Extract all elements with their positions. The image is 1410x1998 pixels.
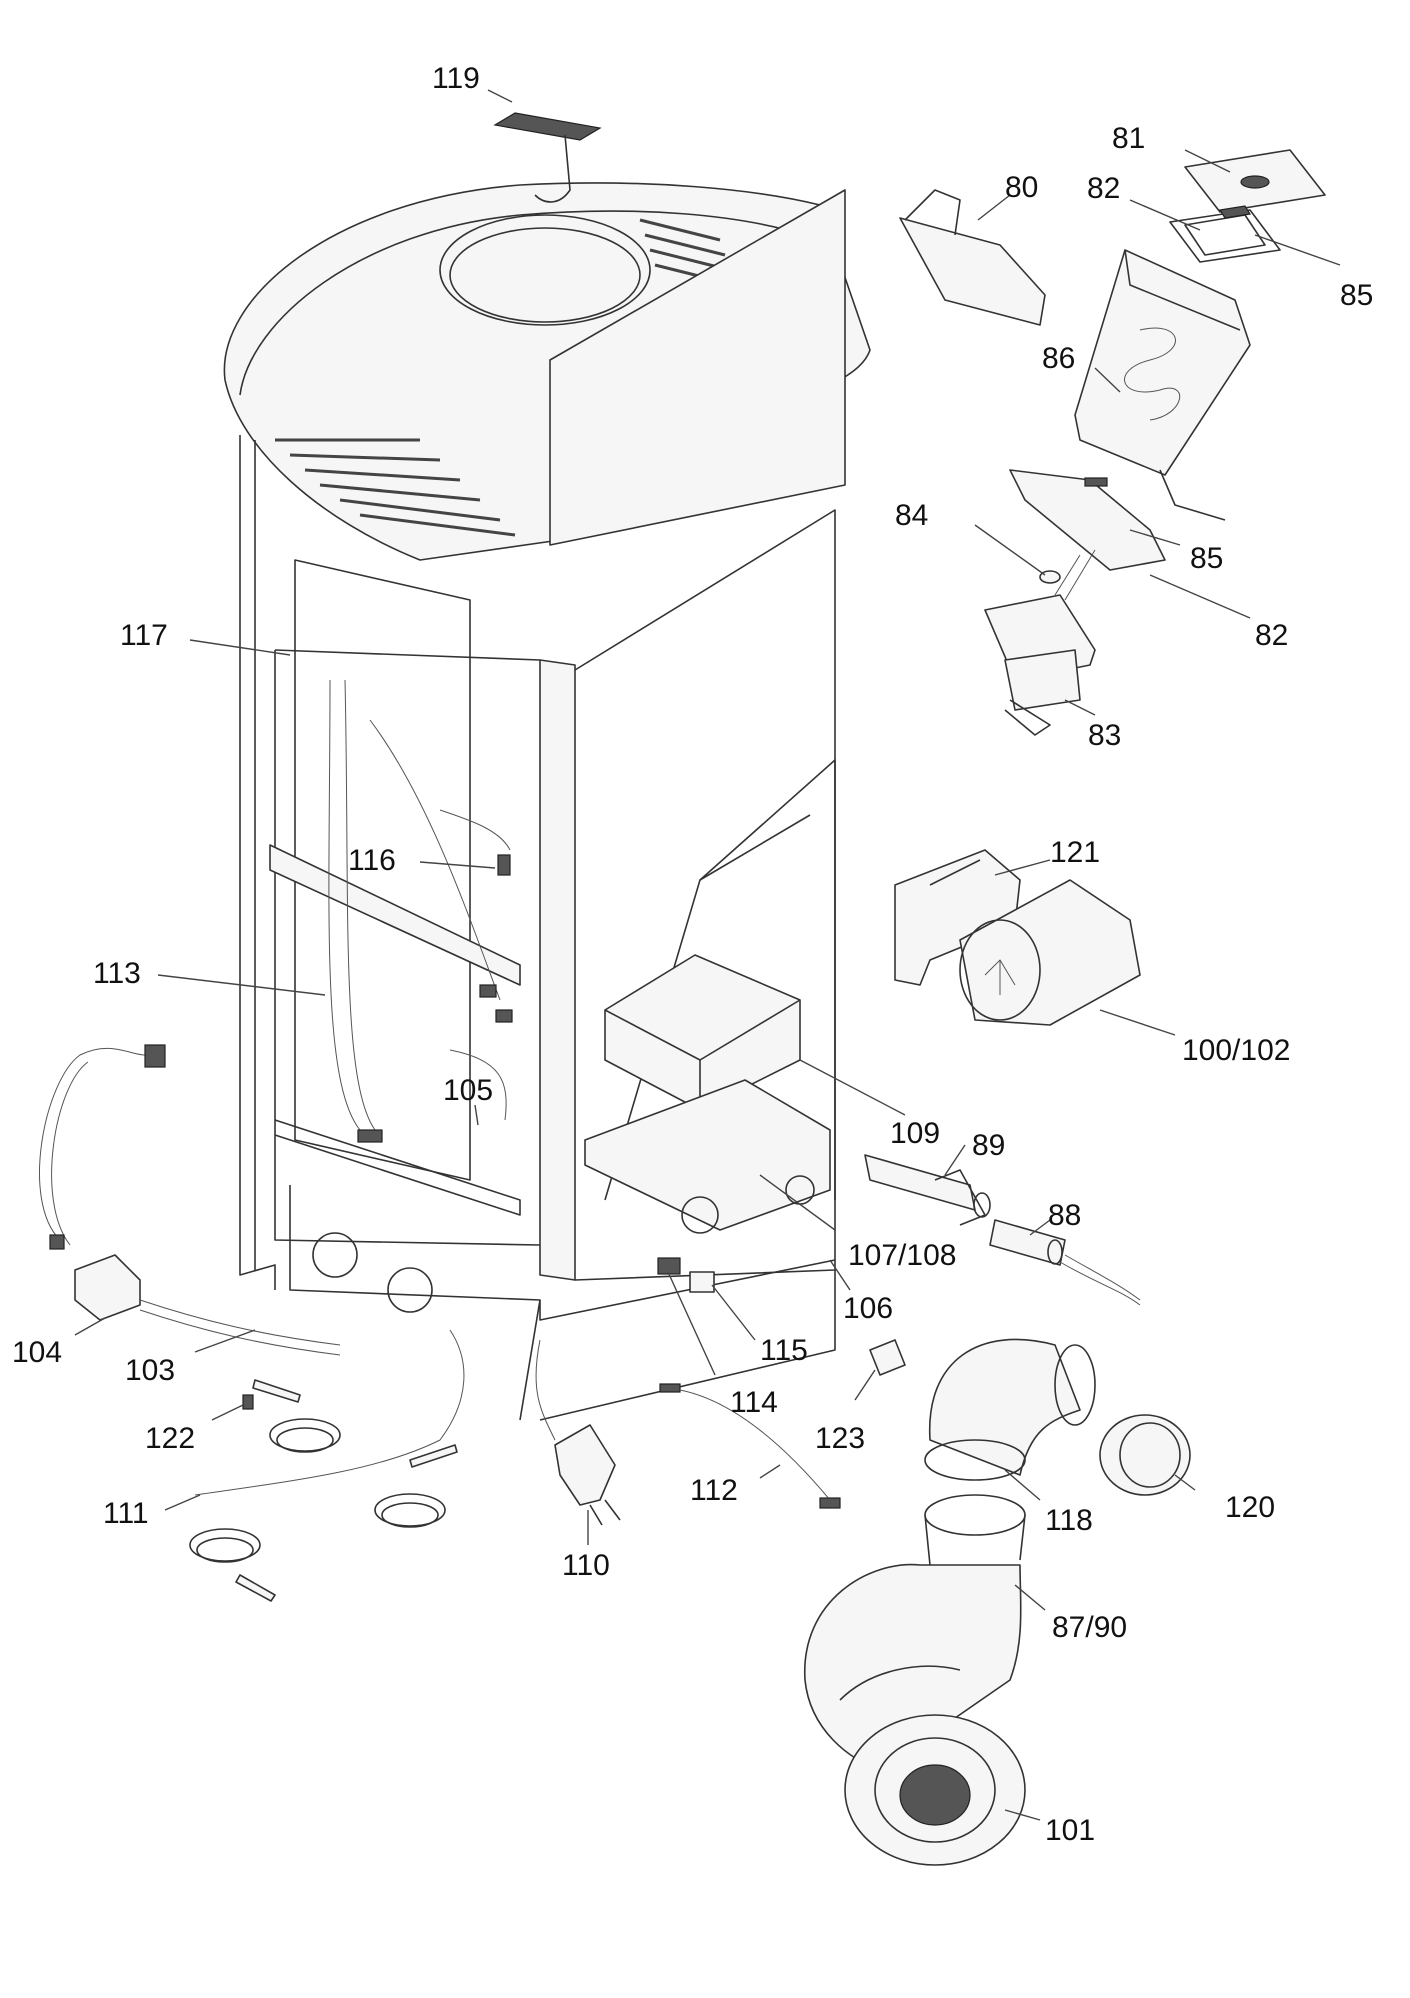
- part-114-switch: [657, 1257, 681, 1275]
- callout-120: 120: [1225, 1491, 1275, 1524]
- part-112-cable: [659, 1383, 841, 1509]
- callout-104: 104: [12, 1336, 62, 1369]
- callout-112: 112: [690, 1474, 738, 1507]
- callout-103: 103: [125, 1354, 175, 1387]
- callout-87-90: 87/90: [1052, 1611, 1127, 1644]
- callout-83: 83: [1088, 719, 1121, 752]
- part-118-elbow: [924, 1338, 1096, 1481]
- part-122-clip: [242, 1394, 254, 1410]
- part-100-102-fan: [959, 879, 1141, 1026]
- callout-110: 110: [562, 1549, 610, 1582]
- callout-82b: 82: [1255, 619, 1288, 652]
- part-115-switch: [689, 1271, 715, 1293]
- callout-123: 123: [815, 1422, 865, 1455]
- callout-118: 118: [1045, 1504, 1093, 1537]
- callout-101: 101: [1045, 1814, 1095, 1847]
- callout-113: 113: [93, 957, 141, 990]
- part-103-cable: [139, 1299, 341, 1356]
- callout-116: 116: [348, 844, 396, 877]
- callout-121: 121: [1050, 836, 1100, 869]
- part-84-bushing: [1039, 570, 1061, 584]
- part-104-motor-plug: [39, 1044, 166, 1321]
- callout-82: 82: [1087, 172, 1120, 205]
- callout-119: 119: [432, 62, 480, 95]
- stove-body: [223, 182, 871, 1421]
- callout-109: 109: [890, 1117, 940, 1150]
- callout-80: 80: [1005, 171, 1038, 204]
- part-87-90-exhaust-fan: [804, 1494, 1026, 1771]
- callout-111: 111: [103, 1497, 149, 1530]
- top-grille-front: [275, 438, 516, 537]
- part-81-plate: [1184, 149, 1326, 213]
- callout-117: 117: [120, 619, 168, 652]
- callout-84: 84: [895, 499, 928, 532]
- callout-81: 81: [1112, 122, 1145, 155]
- callout-85b: 85: [1190, 542, 1223, 575]
- leader-lines: [74, 89, 1341, 1821]
- callout-labels: 119 81 80 82 85 86 84 85 82 83 117 116 1…: [12, 62, 1373, 1847]
- part-86-auger: [1074, 249, 1251, 521]
- part-88-igniter: [989, 1219, 1141, 1306]
- part-101-fan-motor: [844, 1714, 1026, 1866]
- part-82-flange: [1009, 469, 1166, 571]
- part-89-igniter-tube: [864, 1154, 991, 1226]
- part-120-coupling: [1099, 1414, 1191, 1496]
- part-119-display: [493, 112, 602, 203]
- part-85-ring: [1219, 205, 1251, 219]
- callout-85: 85: [1340, 279, 1373, 312]
- callout-107-108: 107/108: [848, 1239, 956, 1272]
- part-110-power-cord: [535, 1339, 621, 1526]
- callout-100-102: 100/102: [1182, 1034, 1290, 1067]
- callout-106: 106: [843, 1292, 893, 1325]
- part-80-plate: [899, 189, 1046, 326]
- callout-88: 88: [1048, 1199, 1081, 1232]
- callout-105: 105: [443, 1074, 493, 1107]
- part-123-switch: [869, 1339, 906, 1376]
- part-83-motor: [984, 549, 1096, 736]
- callout-122: 122: [145, 1422, 195, 1455]
- part-111-sensors: [189, 1329, 465, 1602]
- callout-86: 86: [1042, 342, 1075, 375]
- callout-89: 89: [972, 1129, 1005, 1162]
- callout-115: 115: [760, 1334, 808, 1367]
- callout-114: 114: [730, 1386, 778, 1419]
